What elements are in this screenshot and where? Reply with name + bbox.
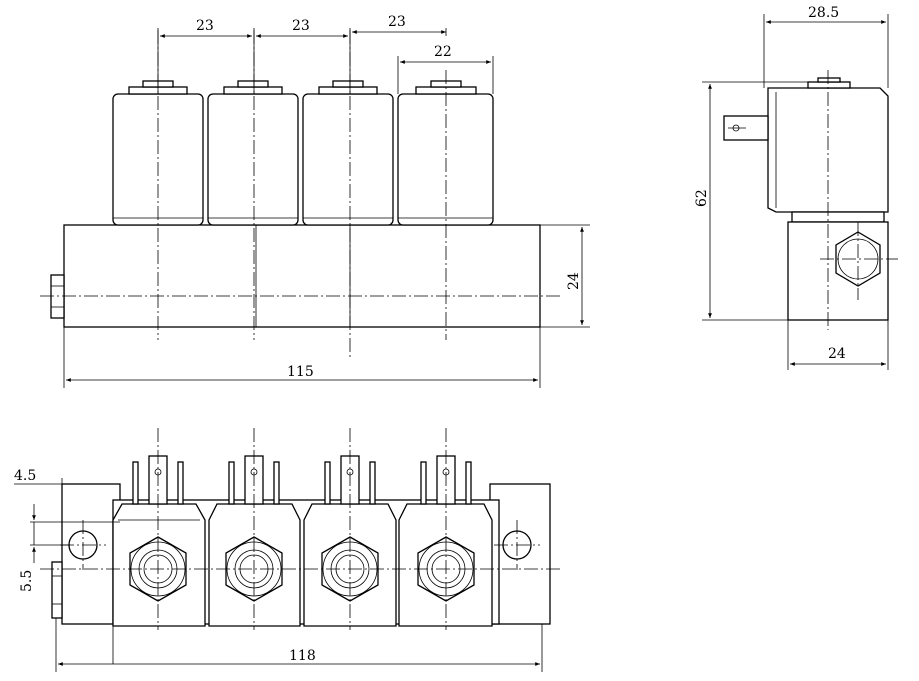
side-view: 28.5 62 24	[694, 5, 898, 370]
dim-coil-pitch-3: 23	[388, 14, 406, 30]
valve-unit-1	[112, 455, 206, 627]
coil-3	[302, 80, 394, 226]
dim-side-height: 62	[694, 189, 710, 207]
dim-base-length: 118	[289, 648, 316, 664]
end-fitting	[50, 274, 65, 319]
front-view: 23 23 23 22 24 115	[40, 14, 590, 388]
dim-hole-spacing: 5.5	[19, 570, 35, 592]
dim-block-length: 115	[287, 364, 314, 380]
dim-coil-width: 22	[434, 44, 452, 60]
valve-unit-4	[398, 455, 493, 627]
hex-port	[835, 231, 881, 287]
coil-4	[397, 80, 494, 226]
manifold-block	[63, 224, 541, 328]
dim-side-width-top: 28.5	[808, 5, 839, 21]
dim-block-height: 24	[566, 272, 582, 290]
dim-coil-pitch-1: 23	[196, 18, 214, 34]
coil-2	[207, 80, 299, 226]
valve-unit-2	[208, 455, 301, 627]
dim-hole-offset: 4.5	[14, 468, 36, 484]
top-view: 4.5 5.5 118	[14, 428, 560, 672]
dim-side-width-bottom: 24	[828, 346, 846, 362]
dim-coil-pitch-2: 23	[292, 18, 310, 34]
